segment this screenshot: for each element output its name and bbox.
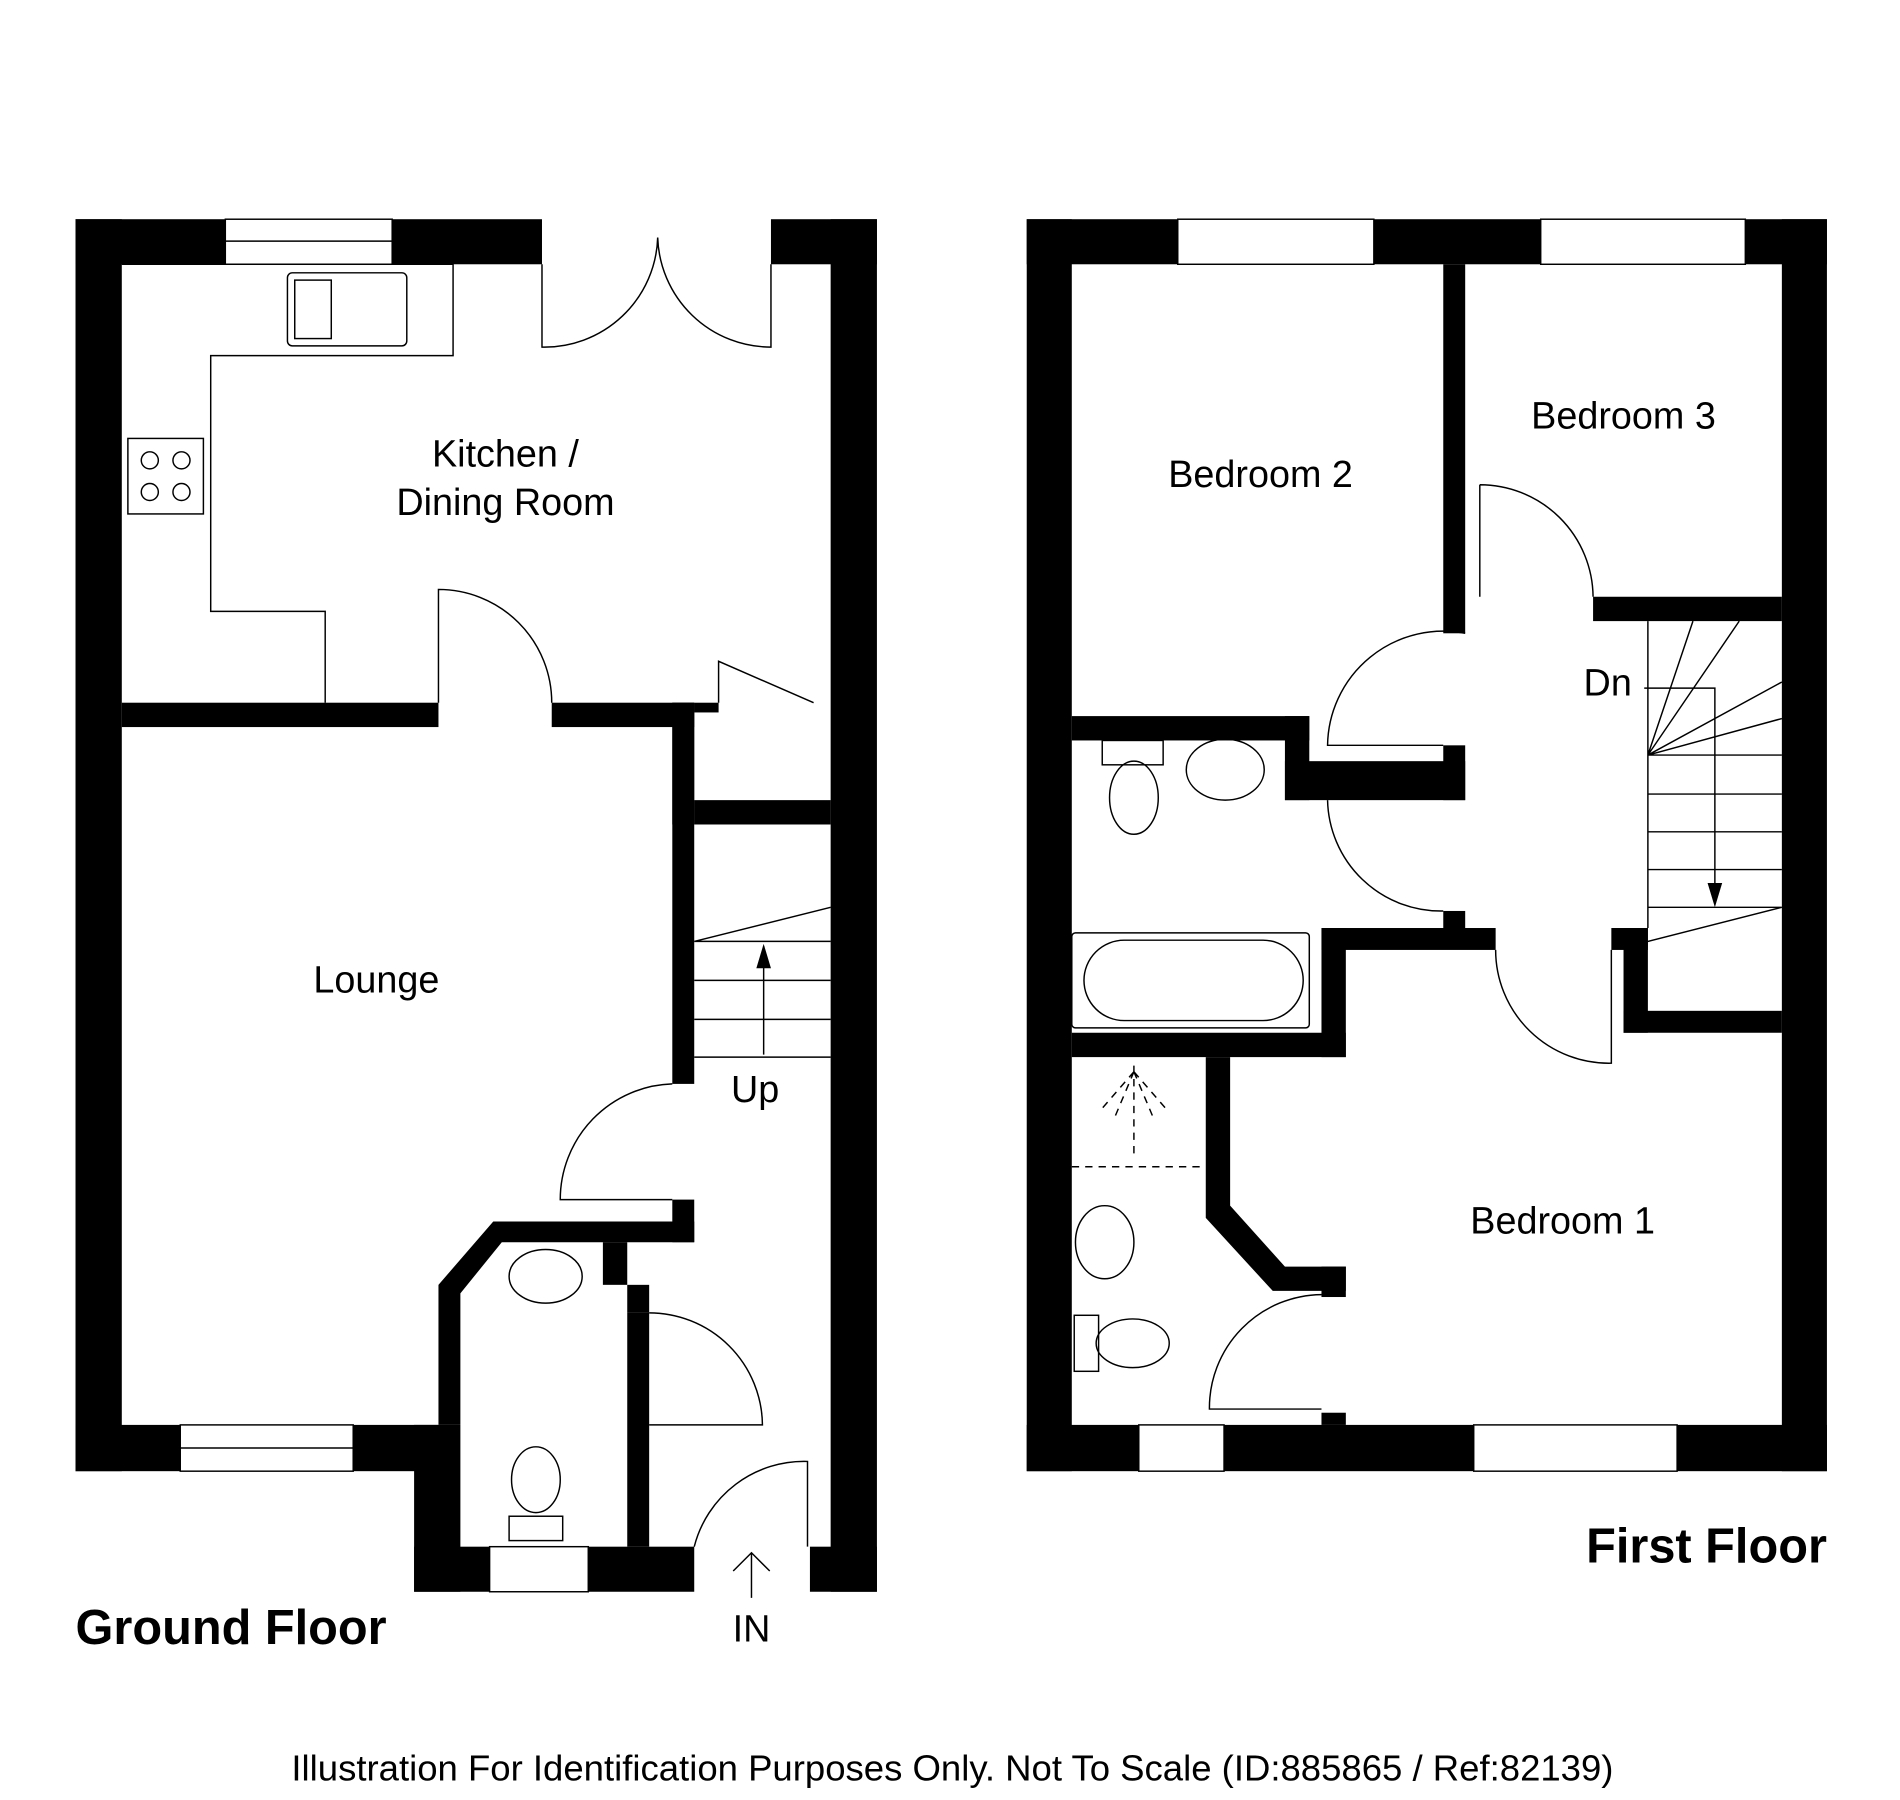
ground-floor-plan [75, 218, 877, 1598]
door [437, 588, 553, 703]
sink-icon [286, 272, 408, 347]
bath-icon [1071, 932, 1311, 1029]
basin-icon [508, 1248, 583, 1304]
door [693, 1460, 809, 1547]
room-label-lounge: Lounge [313, 959, 439, 1001]
door [559, 1083, 673, 1201]
stairs-icon [694, 906, 831, 1058]
ground-floor-title: Ground Floor [76, 1601, 387, 1655]
door [1494, 949, 1613, 1064]
stairs-down-label: Dn [1584, 661, 1632, 703]
first-floor-plan [1026, 218, 1827, 1472]
window [1472, 1424, 1678, 1472]
door [1208, 1293, 1322, 1410]
toilet-icon [1108, 760, 1159, 835]
window [1539, 218, 1747, 266]
shower-icon [1071, 1065, 1206, 1168]
entrance-label: IN [733, 1608, 771, 1650]
room-label-bedroom-2: Bedroom 2 [1168, 453, 1353, 495]
room-label-kitchen: Kitchen / [432, 432, 579, 474]
stairs-up-label: Up [731, 1068, 779, 1110]
window [1177, 218, 1375, 266]
basin-icon [1185, 738, 1265, 801]
entrance-arrow-icon [732, 1551, 771, 1598]
door [1326, 630, 1466, 747]
room-label-dining: Dining Room [396, 481, 614, 523]
hob-icon [127, 437, 205, 515]
basin-icon [1074, 1204, 1135, 1280]
door [1479, 483, 1594, 597]
door [717, 660, 814, 704]
french-doors [541, 237, 772, 348]
door [1326, 800, 1444, 912]
door [649, 1312, 764, 1426]
toilet-icon [510, 1446, 561, 1514]
room-label-bedroom-1: Bedroom 1 [1470, 1200, 1655, 1242]
room-label-bedroom-3: Bedroom 3 [1531, 395, 1716, 437]
window [1138, 1424, 1225, 1472]
disclaimer: Illustration For Identification Purposes… [291, 1748, 1613, 1789]
toilet-icon [1095, 1318, 1170, 1369]
window [488, 1545, 589, 1593]
first-floor-title: First Floor [1586, 1520, 1827, 1574]
